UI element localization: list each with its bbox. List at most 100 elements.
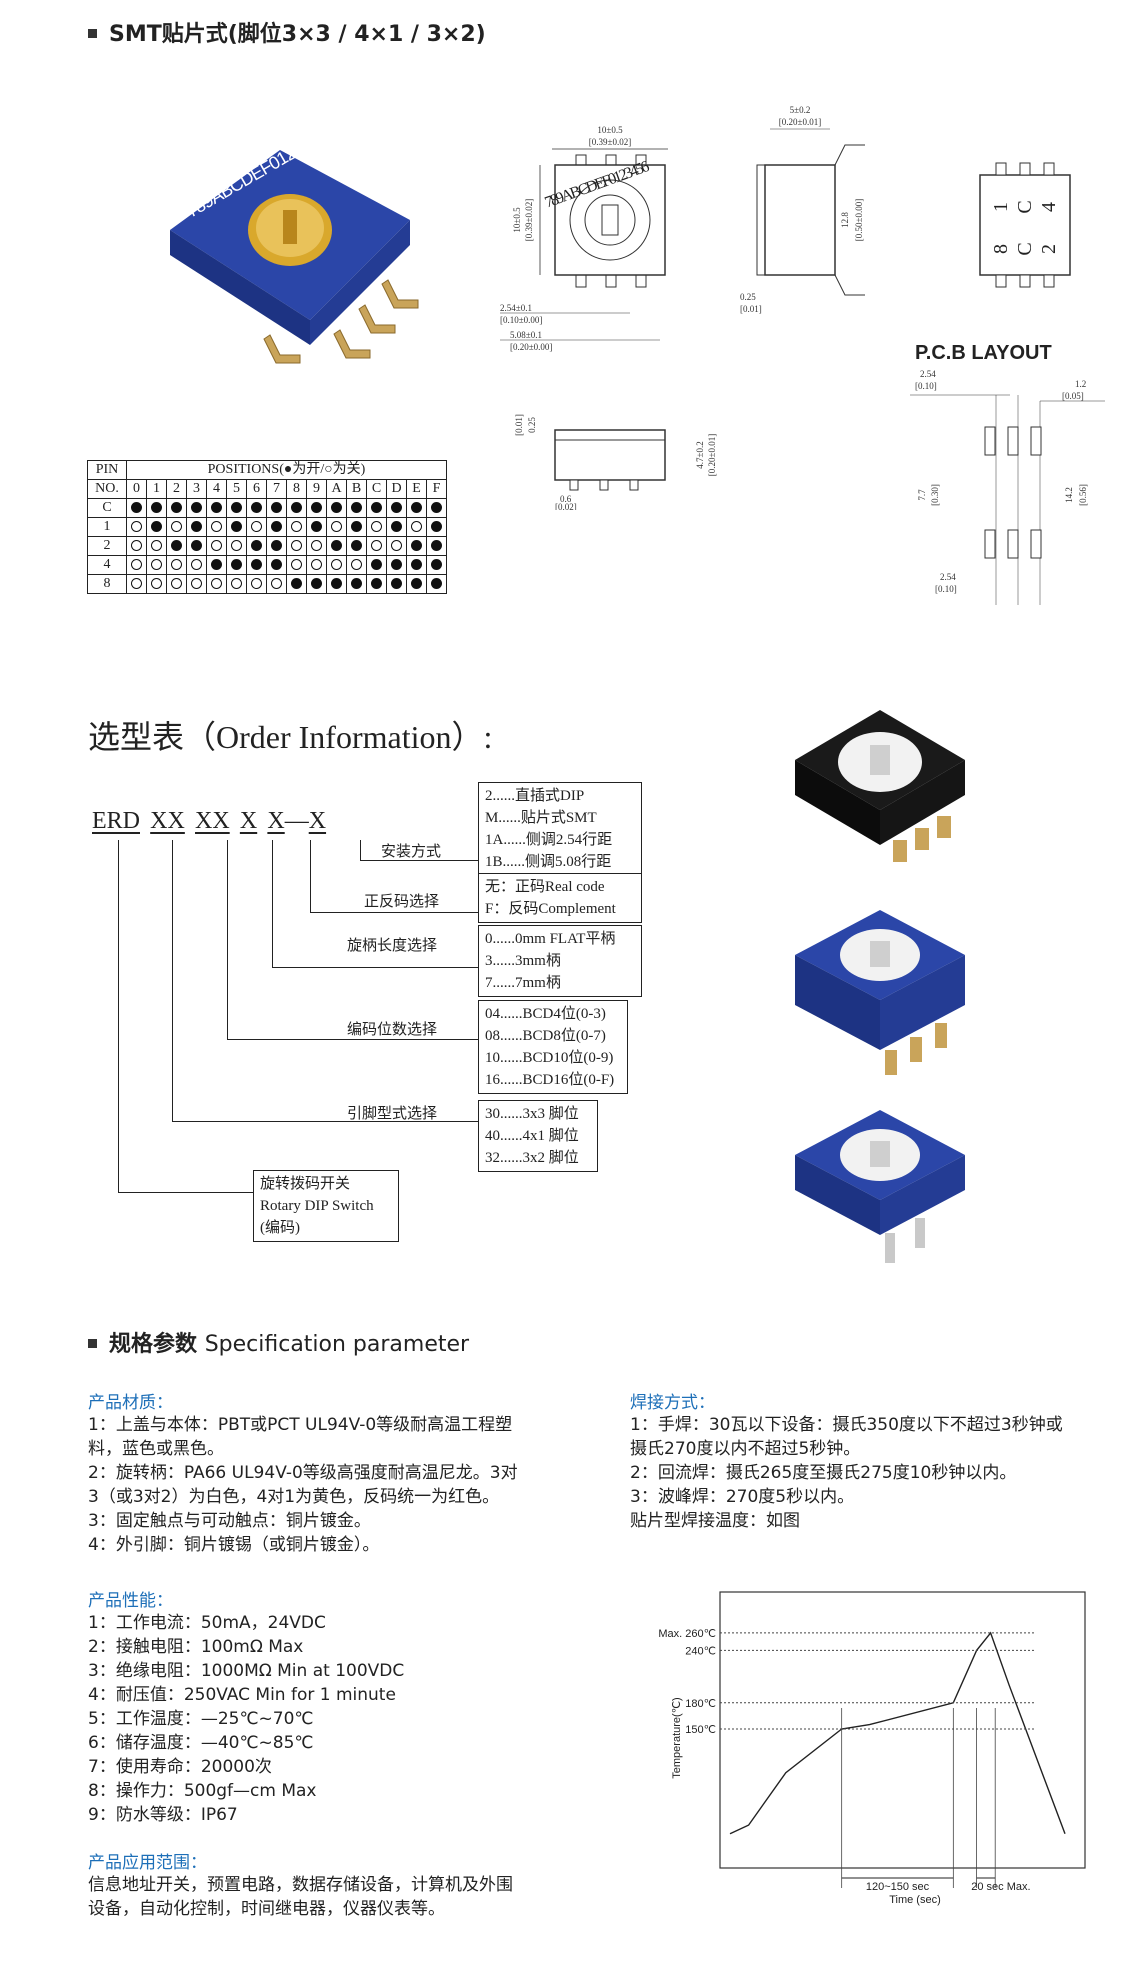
position-cell [326,574,347,594]
svg-text:[0.30]: [0.30] [930,484,940,506]
spec-line: 5：工作温度：—25℃~70℃ [88,1709,314,1729]
svg-text:10±0.5: 10±0.5 [512,207,522,233]
svg-text:2.54±0.1: 2.54±0.1 [500,303,532,313]
svg-text:0.6: 0.6 [560,494,572,504]
position-cell [246,536,267,556]
pin-label: 2 [1038,244,1060,254]
table-row: 2 [87,536,447,556]
empty-circle-icon [131,578,142,590]
filled-circle-icon [191,502,202,514]
table-header-pin: PIN [87,460,127,480]
svg-text:[0.20±0.01]: [0.20±0.01] [707,434,717,476]
position-cell [306,517,327,537]
order-code: ERD XX XX X X—X [92,808,326,835]
position-cell [326,517,347,537]
square-bullet-icon [88,1338,97,1348]
svg-text:[0.01]: [0.01] [514,414,524,436]
filled-circle-icon [271,559,282,571]
spec-line: 贴片型焊接温度：如图 [630,1511,800,1531]
pcb-layout-drawing: 2.54 [0.10] 1.2 [0.05] 7.7 [0.30] 14.2 [… [910,369,1105,605]
spec-line: 料，蓝色或黑色。 [88,1439,224,1459]
pin-label: 1 [990,202,1012,212]
svg-text:1.2: 1.2 [1075,379,1086,389]
chart-ylabel: Temperature(℃) [671,1697,683,1778]
position-cell [266,498,287,518]
position-cell [406,517,427,537]
y-tick-label: 240℃ [685,1645,716,1657]
position-cell [426,498,447,518]
filled-circle-icon [431,540,442,552]
side-view-drawing: 5±0.2 [0.20±0.01] 12.8 [0.50±0.00] 0.25 … [740,105,865,314]
position-cell [206,574,227,594]
filled-circle-icon [351,578,362,590]
position-cell [346,536,367,556]
table-header-no: NO. [87,479,127,499]
position-cell [126,574,147,594]
y-tick-label: 180℃ [685,1698,716,1710]
svg-text:[0.10]: [0.10] [935,584,957,594]
position-cell [346,498,367,518]
position-cell [206,498,227,518]
order-code-bits: XX [195,808,230,834]
position-cell [126,555,147,575]
position-cell [426,574,447,594]
material-block: 产品材质： 1：上盖与本体：PBT或PCT UL94V-0等级耐高温工程塑料，蓝… [88,1388,608,1557]
filled-circle-icon [311,502,322,514]
position-cell [206,536,227,556]
pin-label: 2 [87,536,127,556]
filled-circle-icon [431,559,442,571]
position-cell [126,536,147,556]
position-cell [286,536,307,556]
position-cell [406,555,427,575]
empty-circle-icon [191,578,202,590]
filled-circle-icon [191,540,202,552]
position-column-header: E [406,479,427,499]
filled-circle-icon [411,540,422,552]
label-bits: 编码位数选择 [347,1022,438,1038]
position-cell [166,517,187,537]
filled-circle-icon [431,578,442,590]
filled-circle-icon [251,540,262,552]
svg-text:5±0.2: 5±0.2 [790,105,811,115]
filled-circle-icon [311,521,322,533]
temperature-curve [729,1631,1066,1835]
position-column-header: 7 [266,479,287,499]
position-cell [366,517,387,537]
spec-line: 4：外引脚：铜片镀锡（或铜片镀金）。 [88,1535,380,1555]
filled-circle-icon [171,502,182,514]
position-cell [406,498,427,518]
position-cell [186,498,207,518]
empty-circle-icon [251,521,262,533]
filled-circle-icon [391,502,402,514]
position-cell [286,517,307,537]
empty-circle-icon [391,540,402,552]
position-cell [146,555,167,575]
svg-text:[0.39±0.02]: [0.39±0.02] [589,137,631,147]
chart-xlabel: Time (sec) [889,1894,941,1906]
pin-label: 8 [87,574,127,594]
time-span-label: 20 sec Max. [971,1881,1030,1893]
empty-circle-icon [151,540,162,552]
empty-circle-icon [251,578,262,590]
position-column-header: B [346,479,367,499]
pin-label: 8 [990,244,1012,254]
label-code-type: 正反码选择 [364,894,440,910]
position-cell [386,517,407,537]
label-pins: 引脚型式选择 [347,1106,438,1122]
empty-circle-icon [171,521,182,533]
svg-text:[0.56]: [0.56] [1078,484,1088,506]
filled-circle-icon [231,502,242,514]
position-cell [246,498,267,518]
svg-text:[0.39±0.02]: [0.39±0.02] [524,199,534,241]
spec-section-title: 规格参数 Specification parameter [88,1326,469,1358]
empty-circle-icon [131,559,142,571]
filled-circle-icon [311,578,322,590]
spec-line: 9：防水等级：IP67 [88,1805,238,1825]
position-column-header: D [386,479,407,499]
position-cell [166,536,187,556]
spec-line: 2：接触电阻：100mΩ Max [88,1637,304,1657]
top-view-drawing: 10±0.5 [0.39±0.02] 789ABCDEF0123456 10±0… [500,125,668,352]
svg-text:[0.50±0.00]: [0.50±0.00] [854,199,864,241]
